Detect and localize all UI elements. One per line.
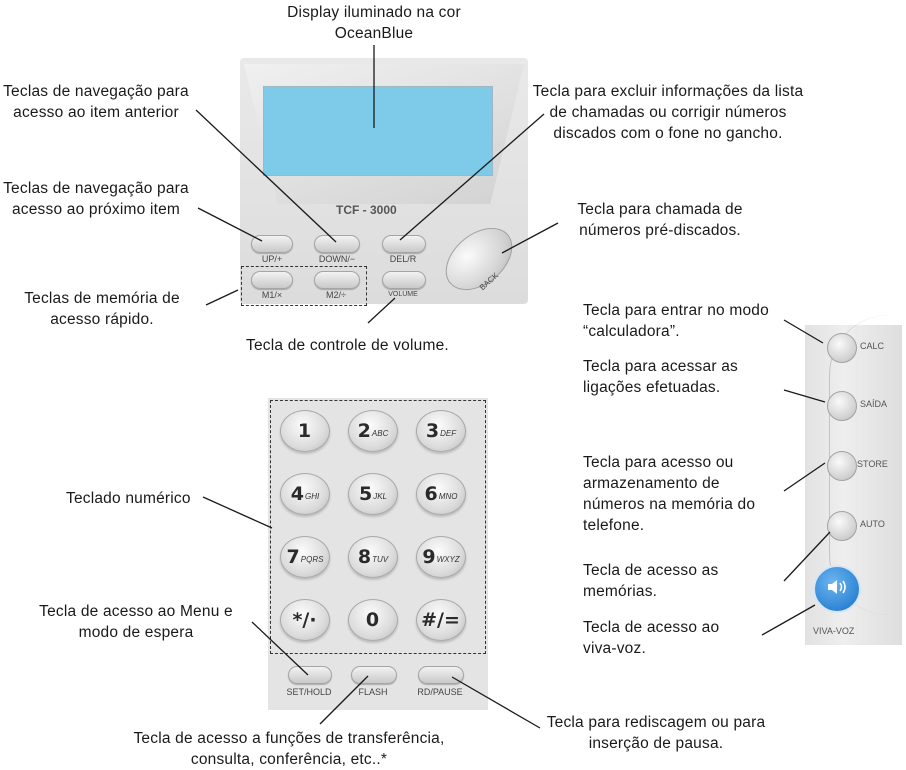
m2-button[interactable] bbox=[314, 271, 360, 289]
keypad-key-digit: 7 bbox=[286, 546, 300, 568]
side-panel: CALC SAÍDA STORE AUTO VIVA-VOZ bbox=[805, 315, 902, 645]
volume-button-label: VOLUME bbox=[388, 291, 418, 298]
callout-store: Tecla para acesso ou armazenamento de nú… bbox=[583, 454, 756, 534]
store-button[interactable] bbox=[827, 451, 857, 481]
keypad-key-digit: 4 bbox=[290, 483, 304, 505]
calc-label: CALC bbox=[860, 341, 885, 351]
speaker-button[interactable] bbox=[813, 565, 861, 613]
m2-button-label: M2/÷ bbox=[326, 290, 346, 300]
volume-button[interactable] bbox=[382, 271, 426, 289]
rd-pause-button[interactable] bbox=[418, 666, 464, 684]
keypad-key-digit: 8 bbox=[357, 546, 372, 568]
keypad-key-letters: DEF bbox=[440, 429, 457, 438]
phone-top-panel: TCF - 3000 UP/+ DOWN/− DEL/R M1/× M2/÷ V… bbox=[240, 58, 528, 306]
up-button-label: UP/+ bbox=[261, 254, 283, 264]
callout-nav-prev: Teclas de navegação para acesso ao item … bbox=[3, 83, 189, 121]
callout-calc: Tecla para entrar no modo “calculadora”. bbox=[583, 302, 769, 340]
keypad-key-letters: WXYZ bbox=[436, 555, 460, 564]
saida-button[interactable] bbox=[827, 391, 857, 421]
keypad-key-digit: 2 bbox=[357, 420, 371, 442]
flash-label: FLASH bbox=[358, 687, 388, 697]
keypad-key-digit: */· bbox=[292, 609, 317, 631]
callout-nav-next: Teclas de navegação para acesso ao próxi… bbox=[3, 180, 189, 218]
memory-keys-outline bbox=[241, 266, 367, 306]
keypad-key-letters: ABC bbox=[371, 429, 389, 438]
rd-pause-label: RD/PAUSE bbox=[417, 687, 463, 697]
back-button[interactable] bbox=[433, 215, 525, 303]
callout-saida: Tecla para acessar as ligações efetuadas… bbox=[583, 358, 738, 396]
keypad-key-10[interactable]: */· bbox=[280, 599, 330, 641]
keypad-key-letters: PQRS bbox=[300, 555, 324, 564]
keypad-key-digit: 9 bbox=[422, 546, 436, 568]
saida-label: SAÍDA bbox=[860, 399, 888, 409]
calc-button[interactable] bbox=[827, 333, 857, 363]
keypad-key-digit: 3 bbox=[425, 420, 440, 442]
keypad-key-digit: 5 bbox=[358, 483, 373, 505]
line-memory bbox=[205, 289, 239, 306]
callout-keypad: Teclado numérico bbox=[66, 490, 191, 507]
model-label: TCF - 3000 bbox=[336, 203, 397, 217]
keypad-key-11[interactable]: 0 bbox=[348, 599, 398, 641]
keypad-key-1[interactable]: 1 bbox=[280, 410, 330, 452]
callout-auto: Tecla de acesso as memórias. bbox=[583, 562, 719, 600]
del-button[interactable] bbox=[382, 235, 426, 253]
keypad-key-12[interactable]: #/= bbox=[416, 599, 466, 641]
callout-redial: Tecla para rediscagem ou para inserção d… bbox=[546, 714, 766, 752]
callout-volume: Tecla de controle de volume. bbox=[246, 337, 449, 354]
del-button-label: DEL/R bbox=[389, 254, 417, 264]
flash-button[interactable] bbox=[351, 666, 397, 684]
lcd-display bbox=[263, 86, 493, 176]
keypad-key-letters: MNO bbox=[438, 492, 458, 501]
auto-label: AUTO bbox=[860, 519, 885, 529]
m1-button[interactable] bbox=[251, 271, 293, 289]
m1-button-label: M1/× bbox=[261, 290, 283, 300]
set-hold-button[interactable] bbox=[288, 666, 332, 684]
callout-flash: Tecla de acesso a funções de transferênc… bbox=[133, 730, 445, 768]
keypad-key-digit: 6 bbox=[424, 483, 438, 505]
callout-back: Tecla para chamada de números pré-discad… bbox=[577, 201, 743, 239]
vivavoz-label: VIVA-VOZ bbox=[813, 626, 855, 636]
keypad-key-digit: #/= bbox=[421, 609, 460, 631]
callout-memory: Teclas de memória de acesso rápido. bbox=[24, 290, 180, 328]
keypad-key-letters: GHI bbox=[305, 492, 320, 501]
callout-display: Display iluminado na cor OceanBlue bbox=[287, 4, 461, 42]
keypad-key-letters: JKL bbox=[373, 492, 388, 501]
callout-delete: Tecla para excluir informações da lista … bbox=[532, 83, 804, 142]
down-button-label: DOWN/− bbox=[318, 254, 356, 264]
keypad-key-digit: 0 bbox=[365, 609, 380, 631]
keypad-key-letters: TUV bbox=[372, 555, 389, 564]
auto-button[interactable] bbox=[827, 511, 857, 541]
down-button[interactable] bbox=[314, 235, 360, 253]
keypad-key-digit: 1 bbox=[297, 420, 312, 442]
store-label: STORE bbox=[857, 459, 888, 469]
callout-vivavoz: Tecla de acesso ao viva-voz. bbox=[583, 619, 720, 657]
speaker-icon bbox=[825, 577, 849, 602]
up-button[interactable] bbox=[251, 235, 293, 253]
set-hold-label: SET/HOLD bbox=[286, 687, 332, 697]
callout-menu: Tecla de acesso ao Menu e modo de espera bbox=[39, 603, 233, 641]
